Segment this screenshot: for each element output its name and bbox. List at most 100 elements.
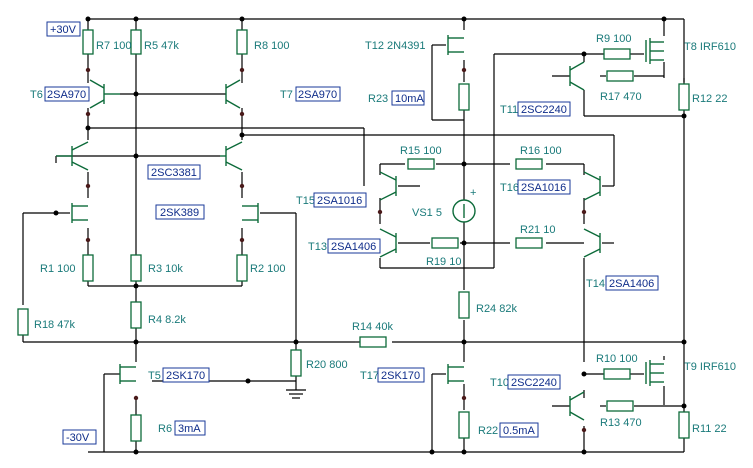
label-t8: T8 IRF610 xyxy=(684,41,736,53)
part-t7: 2SA970 xyxy=(298,89,337,101)
current-r23: 10mA xyxy=(395,93,424,105)
resistor-r11 xyxy=(678,411,690,439)
rail-positive-label: +30V xyxy=(50,24,77,36)
label-r1: R1 100 xyxy=(40,263,75,275)
jfet-right-symbol xyxy=(242,203,259,223)
part-t13: 2SA1406 xyxy=(331,241,376,253)
resistor-r20 xyxy=(290,349,302,377)
label-r15: R15 100 xyxy=(400,145,442,157)
label-vs1: VS1 5 xyxy=(412,207,442,219)
transistor-t11-symbol xyxy=(569,61,585,91)
transistor-t14-symbol xyxy=(583,228,601,258)
resistor-r23 xyxy=(458,83,470,111)
part-t11: 2SC2240 xyxy=(521,104,567,116)
label-t5: T5 xyxy=(148,370,161,382)
transistor-t15-symbol xyxy=(379,171,397,201)
part-t15: 2SA1016 xyxy=(317,195,362,207)
label-r6: R6 xyxy=(158,423,172,435)
label-r4: R4 8.2k xyxy=(148,314,186,326)
transistor-t17-symbol xyxy=(447,364,464,384)
part-t17: 2SK170 xyxy=(381,370,420,382)
resistor-r1 xyxy=(82,254,94,282)
label-t15: T15 xyxy=(296,195,315,207)
jfet-left-symbol xyxy=(71,203,88,223)
junctions xyxy=(53,16,687,455)
resistor-r5 xyxy=(130,29,142,55)
resistor-r7 xyxy=(82,29,94,55)
label-t17: T17 xyxy=(360,370,379,382)
part-t14: 2SA1406 xyxy=(609,278,654,290)
resistor-r4 xyxy=(130,301,142,329)
transistor-npn-right-symbol xyxy=(220,141,243,171)
label-r21: R21 10 xyxy=(520,224,555,236)
current-r22: 0.5mA xyxy=(503,425,535,437)
resistor-r22 xyxy=(458,411,470,439)
voltage-source-vs1 xyxy=(452,199,476,223)
transistor-t8-symbol xyxy=(645,38,664,64)
label-r19: R19 10 xyxy=(426,256,461,268)
resistor-r10 xyxy=(603,368,631,380)
label-r23: R23 xyxy=(368,93,388,105)
resistors xyxy=(17,29,690,442)
transistor-t6-symbol xyxy=(89,79,120,109)
resistor-r3 xyxy=(130,254,142,282)
label-t14: T14 xyxy=(586,278,605,290)
label-r9: R9 100 xyxy=(596,33,631,45)
labels: +30V -30V R7 100 R5 47k R8 100 R1 100 R3… xyxy=(30,21,736,445)
part-t10: 2SC2240 xyxy=(511,377,557,389)
label-r13: R13 470 xyxy=(600,417,642,429)
resistor-r18 xyxy=(17,308,29,336)
transistors xyxy=(56,35,664,421)
label-r8: R8 100 xyxy=(254,40,289,52)
part-npn-pair: 2SC3381 xyxy=(151,167,197,179)
transistor-t5-symbol xyxy=(119,364,136,384)
vs1-polarity: + xyxy=(470,187,476,199)
label-t16: T16 xyxy=(500,182,519,194)
transistor-t9-symbol xyxy=(645,360,664,386)
resistor-r14 xyxy=(359,336,387,348)
label-t12: T12 2N4391 xyxy=(365,40,426,52)
transistor-t13-symbol xyxy=(379,228,397,258)
label-r17: R17 470 xyxy=(600,91,642,103)
resistor-r24 xyxy=(458,291,470,319)
label-r22: R22 xyxy=(478,425,498,437)
label-r11: R11 22 xyxy=(692,423,727,435)
label-t9: T9 IRF610 xyxy=(684,361,736,373)
transistor-npn-left-symbol xyxy=(56,141,89,171)
transistor-t16-symbol xyxy=(583,171,601,201)
wires xyxy=(22,18,685,453)
resistor-r6 xyxy=(130,414,142,442)
label-r12: R12 22 xyxy=(692,93,727,105)
resistor-r13 xyxy=(606,400,634,412)
label-t11: T11 xyxy=(500,104,518,116)
transistor-t10-symbol xyxy=(569,391,585,421)
label-r5: R5 47k xyxy=(144,40,179,52)
label-t10: T10 xyxy=(490,377,509,389)
label-r2: R2 100 xyxy=(250,263,285,275)
part-t6: 2SA970 xyxy=(47,89,86,101)
transistor-t12-symbol xyxy=(447,35,464,55)
resistor-r15 xyxy=(407,158,435,170)
resistor-r2 xyxy=(236,254,248,282)
label-t6: T6 xyxy=(30,89,43,101)
label-r10: R10 100 xyxy=(596,353,638,365)
resistor-r16 xyxy=(515,158,543,170)
label-r24: R24 82k xyxy=(476,303,517,315)
rail-negative-label: -30V xyxy=(66,432,90,444)
label-r20: R20 800 xyxy=(306,359,348,371)
ground-icon xyxy=(286,389,306,399)
resistor-r21 xyxy=(515,237,543,249)
part-jfet-pair: 2SK389 xyxy=(160,207,199,219)
label-t13: T13 xyxy=(308,241,327,253)
label-r3: R3 10k xyxy=(148,263,183,275)
resistor-r8 xyxy=(236,29,248,55)
resistor-r19 xyxy=(431,237,459,249)
resistor-r17 xyxy=(606,70,634,82)
label-r18: R18 47k xyxy=(34,319,75,331)
label-r7: R7 100 xyxy=(96,40,131,52)
transistor-t7-symbol xyxy=(225,79,241,109)
current-r6: 3mA xyxy=(178,423,201,435)
label-r16: R16 100 xyxy=(520,145,562,157)
